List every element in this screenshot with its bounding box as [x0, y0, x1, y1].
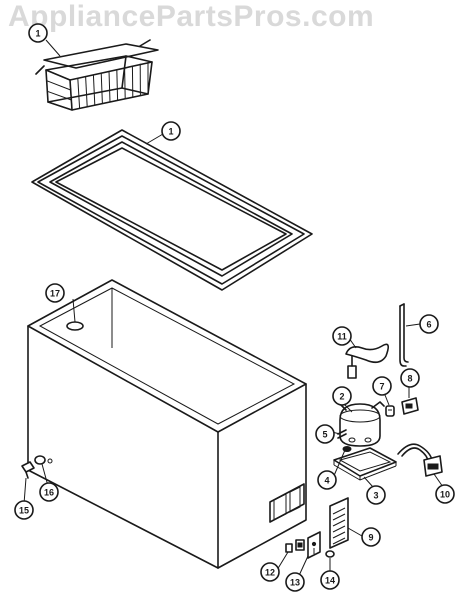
plug-hole	[66, 321, 84, 331]
basket-wire	[116, 69, 119, 101]
basket-wire	[124, 67, 126, 99]
basket-wire	[47, 101, 73, 111]
callout-plug-button: 17	[45, 283, 65, 303]
callout-capillary: 6	[419, 314, 439, 334]
callout-clip: 5	[315, 424, 335, 444]
basket-wire	[92, 74, 96, 106]
svg-text:10: 10	[440, 490, 450, 500]
callout-overload: 7	[372, 376, 392, 396]
grille-slot	[332, 531, 346, 539]
capillary-tube	[399, 303, 409, 367]
callout-relay: 8	[400, 368, 420, 388]
basket-wire	[45, 69, 71, 81]
basket-wire	[77, 78, 81, 109]
basket-wire	[47, 90, 72, 101]
svg-text:1: 1	[168, 127, 173, 137]
svg-text:4: 4	[324, 476, 329, 486]
basket-wire	[100, 72, 103, 104]
svg-text:15: 15	[19, 506, 29, 516]
power-cord	[397, 443, 443, 477]
callout-drain-cap: 16	[39, 482, 59, 502]
svg-text:3: 3	[373, 491, 378, 501]
grille-slot	[332, 513, 346, 521]
callout-grille: 9	[361, 527, 381, 547]
basket-wire	[85, 76, 88, 107]
grille-slot	[332, 537, 346, 545]
callout-basket: 1	[28, 23, 48, 43]
svg-text:16: 16	[44, 488, 54, 498]
svg-text:11: 11	[337, 332, 347, 342]
grille-slot	[332, 507, 346, 515]
drain-plug	[21, 461, 35, 479]
callout-markers: 1 1 2 3 4 5 6	[14, 23, 455, 592]
overload	[385, 405, 395, 417]
svg-text:2: 2	[339, 392, 344, 402]
leader-lines	[23, 39, 444, 581]
basket-wire	[46, 80, 71, 91]
svg-text:9: 9	[368, 533, 373, 543]
compressor	[339, 401, 385, 447]
callout-grommet: 4	[317, 470, 337, 490]
svg-text:12: 12	[265, 568, 275, 578]
knob	[325, 550, 335, 558]
drain-cap	[34, 455, 46, 465]
callout-base-plate: 3	[366, 485, 386, 505]
lid-gasket	[31, 129, 313, 291]
drain-hole	[47, 458, 53, 464]
svg-text:14: 14	[325, 576, 335, 586]
callout-knob: 14	[320, 570, 340, 590]
wire-basket	[35, 39, 159, 111]
callout-gasket: 1	[161, 121, 181, 141]
callout-compressor: 2	[332, 386, 352, 406]
callout-switch: 12	[260, 562, 280, 582]
freezer-cabinet	[27, 279, 307, 569]
relay	[401, 397, 419, 415]
grille-slot	[332, 519, 346, 527]
thermostat	[307, 531, 321, 559]
wiring-harness	[345, 343, 390, 379]
access-vent	[269, 483, 305, 523]
svg-text:7: 7	[379, 382, 384, 392]
callout-cord: 10	[435, 484, 455, 504]
callout-thermostat: 13	[285, 572, 305, 592]
svg-text:5: 5	[322, 430, 327, 440]
svg-text:17: 17	[50, 289, 60, 299]
callout-drain-plug: 15	[14, 500, 34, 520]
watermark: AppliancePartsPros.com	[8, 0, 375, 33]
svg-text:6: 6	[426, 320, 431, 330]
callout-harness: 11	[332, 326, 352, 346]
grille-slot	[332, 525, 346, 533]
grille	[329, 497, 349, 549]
base-plate	[333, 447, 397, 481]
svg-text:13: 13	[290, 578, 300, 588]
basket-wire	[69, 79, 73, 111]
switch	[285, 539, 305, 553]
svg-text:8: 8	[407, 374, 412, 384]
basket-wire	[108, 70, 111, 103]
svg-text:1: 1	[35, 29, 40, 39]
